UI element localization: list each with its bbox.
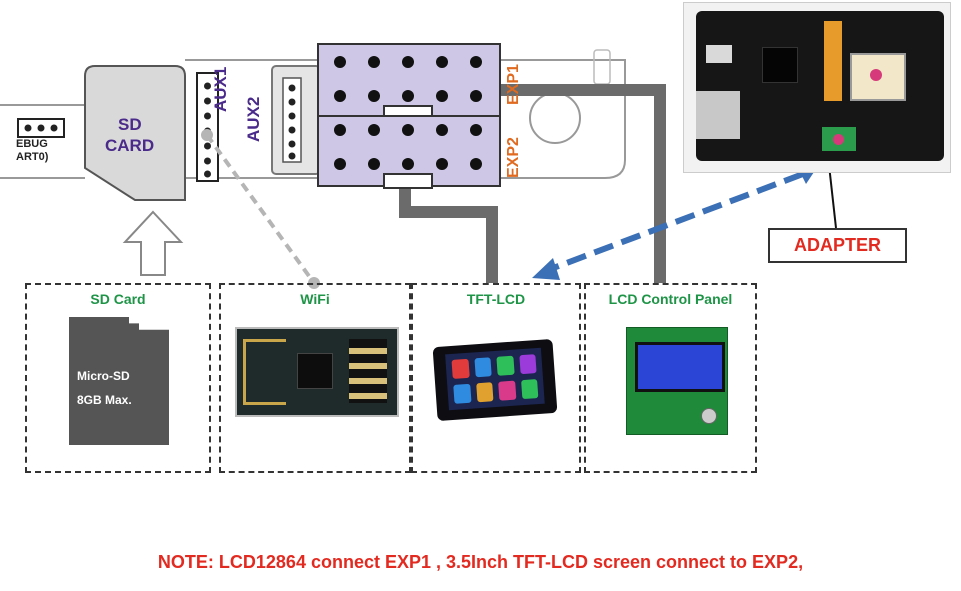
tft-lcd-title: TFT-LCD xyxy=(466,291,526,307)
sd-slot-label-line1: SD xyxy=(118,115,142,134)
adapter-to-tft-arrow xyxy=(546,171,805,273)
usb-port xyxy=(706,45,732,63)
exp1-connector xyxy=(317,43,501,117)
main-chip xyxy=(762,47,798,83)
tft-lcd-module: TFT-LCD xyxy=(411,283,581,473)
micro-sd-capacity: 8GB Max. xyxy=(77,393,132,407)
flex-ribbon xyxy=(824,21,842,101)
marker-dot-2 xyxy=(833,134,844,145)
exp2-pins xyxy=(334,124,482,170)
tft-screen-display xyxy=(445,347,545,411)
wifi-module: WiFi xyxy=(219,283,411,473)
connection-note: NOTE: LCD12864 connect EXP1 , 3.5Inch TF… xyxy=(157,552,804,572)
app-icon xyxy=(496,355,515,376)
lcd12864-board-image xyxy=(626,327,728,435)
aux-pin xyxy=(204,97,211,105)
lcd-control-panel-module: LCD Control Panel xyxy=(584,283,757,473)
exp1-pins xyxy=(334,56,482,102)
esp-module xyxy=(850,53,906,101)
aux2-connector-inner xyxy=(282,77,302,163)
debug-label: EBUG xyxy=(16,138,48,150)
arrow-head-left xyxy=(532,258,560,280)
aux2-pin xyxy=(288,126,296,134)
app-icon xyxy=(518,354,537,375)
sd-card-module: SD Card Micro-SD 8GB Max. xyxy=(25,283,211,473)
wifi-title: WiFi xyxy=(300,291,330,307)
exp2-label: EXP2 xyxy=(505,137,522,178)
aux2-pin xyxy=(288,84,296,92)
tft-lcd-screen-image xyxy=(432,338,558,422)
sd-slot-on-pcb xyxy=(696,91,740,139)
app-icon xyxy=(520,379,539,400)
app-icon xyxy=(498,380,516,401)
exp2-key-notch xyxy=(383,173,433,189)
exp1-cable xyxy=(500,84,666,283)
micro-sd-card-image: Micro-SD 8GB Max. xyxy=(69,317,169,445)
debug-label-uart: ART0) xyxy=(16,151,49,163)
aux1-label: AUX1 xyxy=(211,66,230,112)
lcd-control-panel-title: LCD Control Panel xyxy=(608,291,733,307)
wifi-antenna xyxy=(243,339,286,405)
aux-link-dot xyxy=(201,129,213,141)
wifi-link-dashed xyxy=(205,133,316,285)
tft-display-pcb xyxy=(696,11,944,161)
sd-slot-label-line2: CARD xyxy=(105,136,155,155)
wifi-board-image xyxy=(235,327,399,417)
aux-pin xyxy=(204,170,211,178)
sd-card-title: SD Card xyxy=(90,291,146,307)
aux2-pin xyxy=(288,98,296,106)
sd-card-slot xyxy=(84,65,186,201)
aux-pin xyxy=(204,142,211,150)
micro-sd-label: Micro-SD xyxy=(77,369,130,383)
lcd12864-knob xyxy=(701,408,717,424)
debug-pin xyxy=(24,124,32,132)
board-small-pad xyxy=(593,49,611,85)
app-icon xyxy=(451,358,470,379)
exp1-label: EXP1 xyxy=(505,64,522,105)
debug-pin xyxy=(37,124,45,132)
adapter-board xyxy=(822,127,856,151)
aux2-label: AUX2 xyxy=(244,96,263,142)
mounting-hole xyxy=(529,92,581,144)
aux2-pin xyxy=(288,152,296,160)
lcd12864-screen xyxy=(635,342,725,392)
marker-dot-1 xyxy=(870,69,882,81)
wifi-header-pins xyxy=(349,339,387,403)
adapter-label: ADAPTER xyxy=(768,228,907,263)
app-icon xyxy=(473,357,492,378)
aux2-pin xyxy=(288,112,296,120)
exp2-cable xyxy=(399,185,498,283)
aux-pin xyxy=(204,157,211,165)
mainboard-with-adapter-photo xyxy=(683,2,951,173)
app-icon xyxy=(453,383,472,404)
aux-pin xyxy=(204,82,211,90)
sd-up-arrow xyxy=(122,210,184,276)
aux-pin xyxy=(204,112,211,120)
aux2-pin xyxy=(288,140,296,148)
app-icon xyxy=(475,382,494,403)
debug-pin xyxy=(50,124,58,132)
aux-header xyxy=(196,72,219,182)
wifi-chip xyxy=(297,353,333,389)
